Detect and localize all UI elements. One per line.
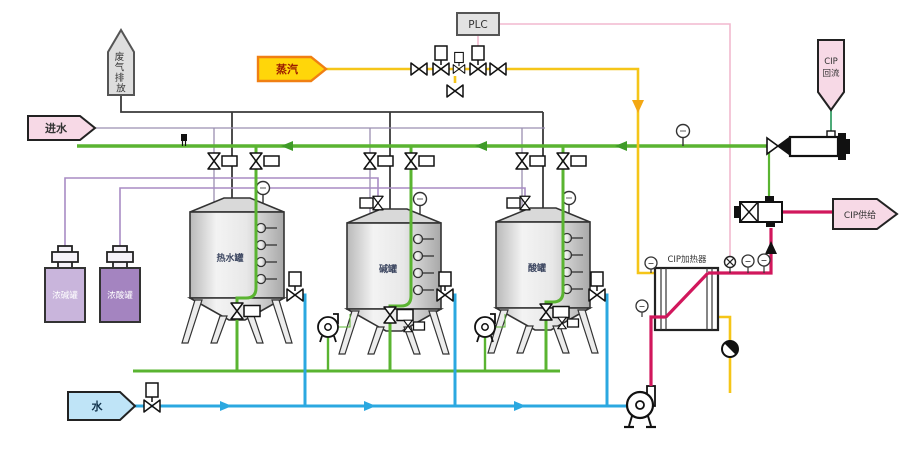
control-valve-instrument-icon [723,255,737,273]
water-label: 水 [92,399,104,413]
gauge-icon [757,253,771,267]
tank-conc-acid: 浓酸罐 [99,245,141,323]
tank-hot-water-label: 热水罐 [216,252,243,264]
tank-alkali-label: 碱罐 [379,263,397,275]
inlet-water-label: 进水 [45,121,68,135]
plc-box: PLC [456,12,500,36]
inlet-water-banner: 进水 [27,115,97,141]
steam-banner: 蒸汽 [256,55,328,83]
waste-gas-char: 废 [115,51,125,63]
heater-instruments [635,253,771,317]
waste-gas-char: 排 [115,72,125,84]
valve-icon [405,153,434,169]
water-inlet-valve-icon [144,383,160,412]
cip-return-filter [788,130,850,160]
cip-supply-arrow [765,241,777,254]
waste-gas-char: 放 [116,83,126,95]
cip-return-header [77,144,771,373]
valve-icon [364,153,393,169]
pump-icon [317,313,339,343]
waste-gas-char: 气 [115,62,125,74]
cip-return-line2: 回流 [822,68,840,79]
pump-icon [474,313,496,343]
valve-icon [250,153,279,169]
cip-heater: CIP加热器 [653,254,720,332]
steam-trap-icon [721,340,739,358]
inlet-water-line [95,127,545,214]
flow-sensor-icon [181,134,187,146]
cip-return-banner: CIP 回流 [817,39,845,112]
cip-return-line1: CIP [824,57,838,67]
cip-supply-label: CIP供给 [844,209,876,221]
dosing-lines [64,177,526,246]
steam-control-valve-icon [470,46,486,75]
cip-supply-banner: CIP供给 [832,198,899,230]
steam-valve-icon [433,46,449,75]
waste-gas-banner: 废 气 排 放 [107,28,135,96]
green-flow-arrows [281,141,627,151]
tank1-side-valve-icon [287,272,303,301]
tank2-side-valve-icon [437,272,453,301]
header-valves [208,153,586,169]
cip-heater-label: CIP加热器 [667,254,707,265]
dosing-valves [359,196,530,210]
gauge-icon [644,256,658,270]
svg-text:废 气 排 放: 废 气 排 放 [115,51,128,95]
valve-icon [373,196,383,210]
check-valve-icon [766,137,790,155]
tank-conc-alkali: 浓碱罐 [44,245,86,323]
tank3-side-valve-icon [589,272,605,301]
return-gauge-icon [675,123,691,146]
steam-drain-valve-icon [446,84,464,98]
cip-pump-icon [624,385,656,429]
valve-icon [410,62,428,76]
gauge-icon [635,299,649,313]
water-flow-arrows [220,401,526,411]
plc-label: PLC [468,19,488,31]
valve-icon [208,153,237,169]
tank-conc-acid-label: 浓酸罐 [107,290,133,301]
valve-icon [516,153,545,169]
valve-icon [557,153,586,169]
vent-lines [120,95,544,210]
steam-flow-arrow [632,100,644,113]
tank-acid-label: 酸罐 [528,262,546,274]
gauge-icon [741,254,755,268]
tank-conc-alkali-label: 浓碱罐 [52,290,78,301]
cip-diverter-valve [734,196,783,227]
valve-icon [489,62,507,76]
steam-label: 蒸汽 [276,62,298,76]
water-banner: 水 [67,391,137,421]
